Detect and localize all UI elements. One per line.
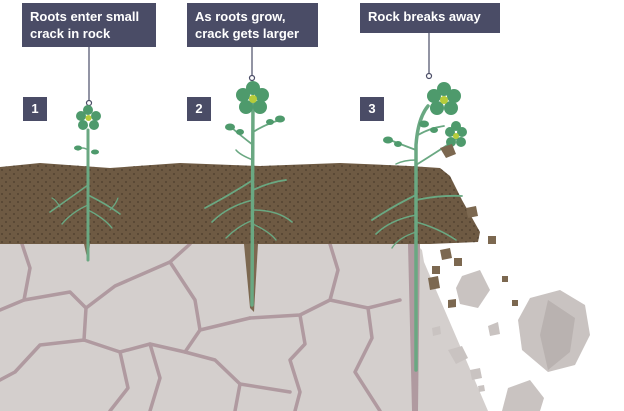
- caption-line: crack gets larger: [195, 26, 300, 41]
- caption-stage-1: Roots enter small crack in rock: [22, 3, 156, 47]
- caption-stage-3: Rock breaks away: [360, 3, 500, 33]
- step-number-2: 2: [187, 97, 211, 121]
- flower-icon: [76, 105, 101, 130]
- caption-line: crack in rock: [30, 26, 111, 41]
- caption-stage-2: As roots grow, crack gets larger: [187, 3, 318, 47]
- flower-icon: [445, 121, 467, 147]
- plant-icon: [204, 81, 293, 307]
- rock-layer: [0, 244, 488, 411]
- caption-line: Rock breaks away: [368, 9, 481, 24]
- plant-icon: [371, 82, 467, 372]
- flower-icon: [427, 82, 461, 115]
- plant-icon: [49, 105, 121, 262]
- caption-line: Roots enter small: [30, 9, 140, 24]
- step-number-1: 1: [23, 97, 47, 121]
- flower-icon: [236, 81, 269, 114]
- callout-leaders: [85, 33, 433, 107]
- rock-cracks: [0, 242, 402, 411]
- caption-line: As roots grow,: [195, 9, 286, 24]
- step-number-3: 3: [360, 97, 384, 121]
- rock-fragment-icon: [428, 144, 590, 411]
